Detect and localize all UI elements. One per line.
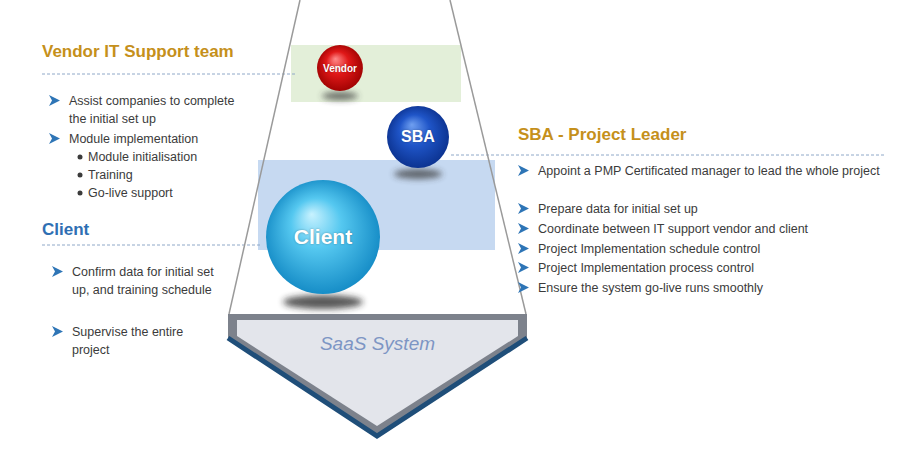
item-text: Prepare data for initial set up bbox=[538, 200, 883, 218]
section-heading: Client bbox=[42, 220, 89, 240]
arrow-bullet bbox=[518, 223, 529, 234]
circle-shadow bbox=[322, 92, 358, 100]
arrow-bullet-head bbox=[518, 282, 529, 293]
dot-bullet-mark bbox=[78, 191, 83, 196]
bullet-item: Assist companies to complete the initial… bbox=[69, 92, 254, 128]
sba-circle: SBA bbox=[387, 106, 449, 168]
arrow-bullet-head bbox=[49, 133, 60, 144]
item-text: Coordinate between IT support vendor and… bbox=[538, 220, 883, 238]
dot-bullet bbox=[77, 190, 83, 196]
saas-funnel: VendorSBA ClientSaaS System bbox=[225, 0, 530, 442]
bullet-item: Module implementation bbox=[69, 130, 254, 148]
bullet-item: Prepare data for initial set up bbox=[538, 200, 883, 218]
bullet-item: Confirm data for initial set up, and tra… bbox=[72, 263, 214, 299]
dot-bullet bbox=[77, 172, 83, 178]
heading-text: Client bbox=[42, 220, 89, 240]
arrow-bullet-head bbox=[518, 243, 529, 254]
arrow-bullet-head bbox=[518, 262, 529, 273]
arrow-bullet bbox=[518, 203, 529, 214]
bullet-item: Project Implementation schedule control bbox=[538, 240, 883, 258]
circle-label: Vendor bbox=[323, 63, 357, 74]
item-text: Project Implementation process control bbox=[538, 259, 883, 277]
bullet-item: Training bbox=[88, 166, 258, 184]
bullet-item: Project Implementation process control bbox=[538, 259, 883, 277]
client-circle: Client bbox=[266, 180, 380, 294]
bullet-item: Ensure the system go-live runs smoothly bbox=[538, 279, 883, 297]
arrow-bullet bbox=[52, 266, 63, 277]
circle-shadow bbox=[283, 295, 363, 309]
leader-line bbox=[42, 245, 262, 246]
arrow-bullet-head bbox=[518, 165, 529, 176]
arrow-bullet bbox=[49, 95, 60, 106]
item-text: Module initialisation bbox=[88, 148, 258, 166]
circle-label: Client bbox=[294, 225, 352, 249]
circle-label: SBA bbox=[401, 128, 435, 146]
item-text: Assist companies to complete the initial… bbox=[69, 92, 254, 128]
circle-fill bbox=[317, 45, 363, 91]
item-text: Confirm data for initial set up, and tra… bbox=[72, 263, 214, 299]
leader-line bbox=[451, 155, 885, 156]
item-text: Module implementation bbox=[69, 130, 254, 148]
arrow-bullet bbox=[518, 282, 529, 293]
section-heading: SBA - Project Leader bbox=[518, 125, 686, 145]
arrow-bullet bbox=[518, 243, 529, 254]
item-text: Supervise the entire project bbox=[72, 323, 214, 359]
heading-text: Vendor IT Support team bbox=[42, 42, 234, 62]
arrow-bullet bbox=[52, 326, 63, 337]
bullet-item: Module initialisation bbox=[88, 148, 258, 166]
arrow-bullet-head bbox=[49, 95, 60, 106]
item-text: Ensure the system go-live runs smoothly bbox=[538, 279, 883, 297]
circle-fill bbox=[387, 106, 449, 168]
arrow-bullet-head bbox=[518, 203, 529, 214]
bullet-item: Coordinate between IT support vendor and… bbox=[538, 220, 883, 238]
leader-line bbox=[42, 74, 296, 75]
arrow-bullet-head bbox=[52, 326, 63, 337]
heading-text: SBA - Project Leader bbox=[518, 125, 686, 145]
arrow-bullet bbox=[518, 165, 529, 176]
dot-bullet bbox=[77, 154, 83, 160]
bullet-item: Appoint a PMP Certificated manager to le… bbox=[538, 162, 883, 180]
funnel-side bbox=[450, 0, 526, 314]
arrow-bullet-head bbox=[518, 223, 529, 234]
arrow-bullet-head bbox=[52, 266, 63, 277]
circle-shadow bbox=[394, 169, 442, 179]
bullet-item: Go-live support bbox=[88, 184, 258, 202]
item-text: Project Implementation schedule control bbox=[538, 240, 883, 258]
circle-fill bbox=[266, 180, 380, 294]
item-text: Training bbox=[88, 166, 258, 184]
arrow-bullet bbox=[518, 262, 529, 273]
item-text: Appoint a PMP Certificated manager to le… bbox=[538, 162, 883, 180]
arrow-bullet bbox=[49, 133, 60, 144]
vendor-band bbox=[291, 45, 461, 102]
section-heading: Vendor IT Support team bbox=[42, 42, 234, 62]
dot-bullet-mark bbox=[78, 155, 83, 160]
bullet-item: Supervise the entire project bbox=[72, 323, 214, 359]
system-label: SaaS System bbox=[225, 333, 530, 355]
dot-bullet-mark bbox=[78, 173, 83, 178]
item-text: Go-live support bbox=[88, 184, 258, 202]
vendor-circle: Vendor bbox=[317, 45, 363, 91]
chevron-base bbox=[228, 314, 527, 436]
